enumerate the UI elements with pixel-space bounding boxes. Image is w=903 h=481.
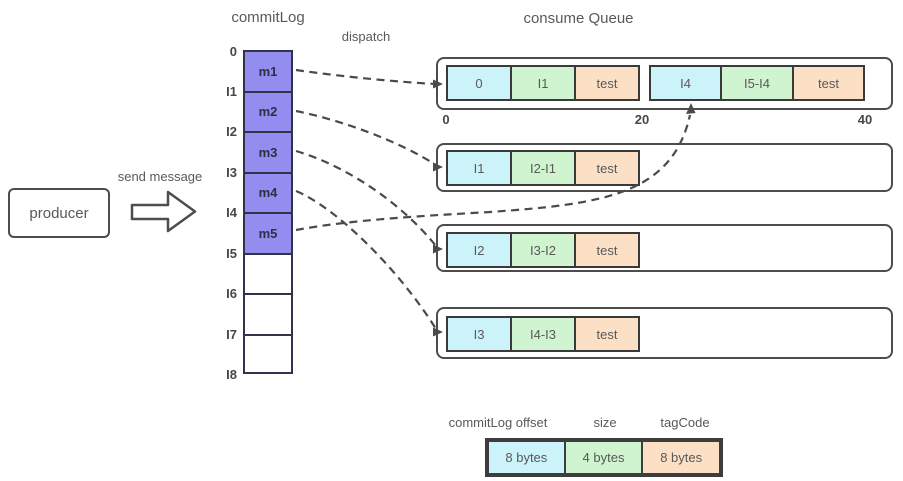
legend-cell-size-bytes: 4 bytes	[563, 440, 644, 475]
send-message-label: send message	[117, 169, 203, 184]
dispatch-line-m4	[295, 189, 437, 330]
queue1-entry2-offset-cell: I4	[649, 65, 722, 101]
legend-label-size: size	[593, 415, 617, 430]
queue2-tag-cell: test	[574, 150, 640, 186]
queue1-tick-0: 0	[442, 112, 450, 127]
commitlog-cell-m3: m3	[243, 131, 293, 172]
legend-cell-offset-bytes: 8 bytes	[487, 440, 566, 475]
queue4-tag-cell: test	[574, 316, 640, 352]
offset-label-i4: I4	[226, 205, 237, 220]
queue1-entry1-size-cell: I1	[510, 65, 576, 101]
queue1-entry1-offset-cell: 0	[446, 65, 512, 101]
send-message-arrow-icon	[130, 190, 197, 233]
queue1-tick-40: 40	[857, 112, 873, 127]
queue3-size-cell: I3-I2	[510, 232, 576, 268]
dispatch-line-m2	[295, 109, 437, 166]
commitlog-cell-empty	[243, 333, 293, 374]
offset-label-i3: I3	[226, 165, 237, 180]
offset-label-i2: I2	[226, 124, 237, 139]
commitlog-cell-m4: m4	[243, 171, 293, 212]
offset-label-0: 0	[229, 44, 237, 59]
legend-label-commitlog-offset: commitLog offset	[448, 415, 548, 430]
queue1-entry2-tag-cell: test	[792, 65, 865, 101]
queue4-offset-cell: I3	[446, 316, 512, 352]
producer-label: producer	[29, 204, 89, 222]
queue2-offset-cell: I1	[446, 150, 512, 186]
commitlog-cell-m1: m1	[243, 50, 293, 91]
offset-label-i1: I1	[226, 84, 237, 99]
legend-box: 8 bytes 4 bytes 8 bytes	[485, 438, 723, 477]
commitlog-cell-empty	[243, 252, 293, 293]
offset-label-i8: I8	[226, 367, 237, 382]
commitlog-cell-m5: m5	[243, 212, 293, 253]
producer-box: producer	[8, 188, 110, 238]
queue4-size-cell: I4-I3	[510, 316, 576, 352]
queue1-tick-20: 20	[634, 112, 650, 127]
queue3-offset-cell: I2	[446, 232, 512, 268]
offset-label-i7: I7	[226, 327, 237, 342]
queue2-size-cell: I2-I1	[510, 150, 576, 186]
dispatch-line-m3	[295, 149, 437, 247]
offset-label-i5: I5	[226, 246, 237, 261]
commitlog-cell-m2: m2	[243, 90, 293, 131]
queue1-entry2-size-cell: I5-I4	[720, 65, 794, 101]
commitlog-cell-empty	[243, 293, 293, 334]
queue1-entry2: I4 I5-I4 test	[649, 65, 865, 101]
commitlog-column: m1 m2 m3 m4 m5	[243, 50, 293, 374]
queue3-tag-cell: test	[574, 232, 640, 268]
queue3-entry: I2 I3-I2 test	[446, 232, 640, 268]
consume-queue-4: I3 I4-I3 test	[436, 307, 893, 359]
queue2-entry: I1 I2-I1 test	[446, 150, 640, 186]
consume-queue-1: 0 I1 test I4 I5-I4 test	[436, 57, 893, 110]
offset-label-i6: I6	[226, 286, 237, 301]
consume-queue-title: consume Queue	[523, 10, 634, 27]
dispatch-line-m1	[295, 68, 437, 86]
consume-queue-3: I2 I3-I2 test	[436, 224, 893, 272]
queue1-entry1: 0 I1 test	[446, 65, 640, 101]
queue4-entry: I3 I4-I3 test	[446, 316, 640, 352]
consume-queue-2: I1 I2-I1 test	[436, 143, 893, 192]
legend-label-tagcode: tagCode	[660, 415, 710, 430]
commitlog-title: commitLog	[231, 9, 305, 26]
queue1-entry1-tag-cell: test	[574, 65, 640, 101]
dispatch-label: dispatch	[341, 29, 391, 44]
legend-cell-tag-bytes: 8 bytes	[641, 440, 721, 475]
